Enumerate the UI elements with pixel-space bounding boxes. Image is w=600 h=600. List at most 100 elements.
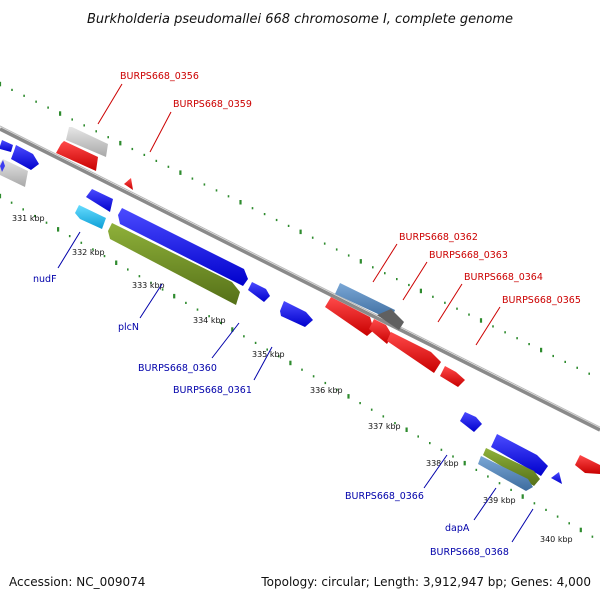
gene-label-burps668-0365[interactable]: BURPS668_0365 — [502, 295, 581, 306]
scale-major-tick — [463, 460, 466, 466]
gene-arrow[interactable] — [108, 223, 240, 305]
scale-dot — [71, 118, 73, 121]
gene-arrow[interactable] — [387, 332, 441, 373]
scale-dot — [323, 242, 326, 245]
leader-line — [437, 283, 463, 323]
scale-dot — [196, 308, 199, 311]
scale-dot — [556, 515, 559, 518]
scale-dot — [22, 208, 24, 211]
gene-arrow[interactable] — [56, 141, 98, 171]
leader-line — [511, 508, 534, 543]
scale-dot — [444, 301, 446, 304]
gene-label-burps668-0368[interactable]: BURPS668_0368 — [430, 547, 509, 558]
gene-labels: BURPS668_0356 BURPS668_0359 BURPS668_036… — [33, 71, 581, 558]
scale-dot — [370, 408, 373, 411]
label-leader-lines — [57, 83, 534, 543]
gene-label-burps668-0359[interactable]: BURPS668_0359 — [173, 99, 252, 110]
gene-arrow[interactable] — [0, 160, 5, 172]
tick-label: 339 kbp — [483, 496, 516, 505]
gene-label-dapa[interactable]: dapA — [445, 523, 470, 534]
gene-arrow[interactable] — [0, 159, 28, 187]
gene-arrow[interactable] — [575, 455, 600, 474]
gene-arrow[interactable] — [335, 283, 395, 320]
scale-dot — [107, 136, 109, 139]
scale-dot — [533, 502, 536, 505]
gene-arrow[interactable] — [248, 282, 270, 302]
scale-dot — [528, 343, 530, 346]
scale-dot — [143, 153, 146, 156]
tick-label: 333 kbp — [132, 281, 165, 290]
gene-label-nudf[interactable]: nudF — [33, 274, 57, 285]
gene-arrow[interactable] — [86, 189, 113, 212]
scale-dot — [545, 508, 547, 511]
gene-arrow[interactable] — [325, 297, 374, 336]
gene-label-burps668-0364[interactable]: BURPS668_0364 — [464, 272, 543, 283]
scale-dot — [138, 275, 141, 278]
scale-major-tick — [173, 293, 176, 299]
scale-dot — [243, 335, 245, 338]
gene-arrow[interactable] — [118, 208, 248, 286]
scale-major-tick — [405, 427, 408, 432]
gene-arrow[interactable] — [124, 178, 133, 190]
scale-major-tick — [521, 494, 524, 499]
scale-dot — [440, 448, 443, 451]
scale-dot — [335, 248, 338, 251]
scale-dot — [208, 315, 210, 318]
scale-dot — [468, 313, 470, 316]
scale-dot — [161, 288, 164, 291]
scale-major-tick — [579, 527, 582, 533]
scale-dot — [324, 381, 327, 385]
scale-dot — [301, 368, 303, 371]
gene-arrow[interactable] — [460, 412, 482, 432]
gene-arrow[interactable] — [377, 309, 404, 330]
gene-label-burps668-0360[interactable]: BURPS668_0360 — [138, 363, 217, 374]
gene-label-plcn[interactable]: plcN — [118, 322, 139, 333]
scale-major-tick — [479, 318, 483, 323]
gene-label-burps668-0356[interactable]: BURPS668_0356 — [120, 71, 199, 82]
gene-arrow[interactable] — [75, 205, 106, 229]
scale-dot — [564, 360, 566, 363]
gene-arrow[interactable] — [66, 127, 108, 157]
scale-dot — [155, 159, 158, 162]
tick-label: 336 kbp — [310, 386, 343, 395]
gene-label-burps668-0361[interactable]: BURPS668_0361 — [173, 385, 252, 396]
scale-dot — [417, 435, 419, 438]
gene-label-burps668-0366[interactable]: BURPS668_0366 — [345, 491, 424, 502]
scale-dot — [266, 348, 268, 351]
scale-dot — [80, 241, 83, 244]
scale-dot — [382, 415, 385, 418]
scale-major-tick — [289, 360, 292, 366]
scale-dot — [275, 218, 278, 222]
scale-dot — [492, 325, 494, 328]
scale-dot — [131, 147, 134, 151]
scale-dot — [254, 341, 257, 344]
scale-dot — [312, 375, 315, 378]
gene-label-burps668-0363[interactable]: BURPS668_0363 — [429, 250, 508, 261]
scale-dot — [278, 355, 280, 358]
scale-dot — [510, 488, 512, 491]
gene-arrow[interactable] — [483, 448, 540, 486]
gene-arrow[interactable] — [369, 319, 392, 344]
genome-summary-text: Topology: circular; Length: 3,912,947 bp… — [260, 575, 591, 589]
gene-arrow[interactable] — [551, 472, 562, 484]
leader-line — [475, 306, 501, 346]
gene-label-burps668-0362[interactable]: BURPS668_0362 — [399, 232, 478, 243]
leader-line — [57, 231, 81, 269]
gene-arrow[interactable] — [280, 301, 313, 327]
scale-dot — [287, 224, 290, 227]
scale-major-tick — [239, 200, 242, 205]
gene-arrow[interactable] — [440, 366, 465, 387]
leader-line — [473, 487, 497, 521]
scale-dot — [504, 331, 506, 334]
gene-arrow[interactable] — [11, 145, 39, 170]
scale-dot — [429, 442, 431, 445]
tick-label: 338 kbp — [426, 459, 459, 468]
gene-arrow[interactable] — [491, 434, 548, 476]
scale-dot — [150, 281, 152, 284]
gene-arrow[interactable] — [478, 456, 533, 491]
scale-dot — [359, 402, 361, 405]
scale-major-tick — [179, 170, 182, 175]
scale-dot — [219, 321, 222, 324]
scale-major-tick — [115, 260, 118, 265]
gene-arrow[interactable] — [0, 140, 13, 152]
